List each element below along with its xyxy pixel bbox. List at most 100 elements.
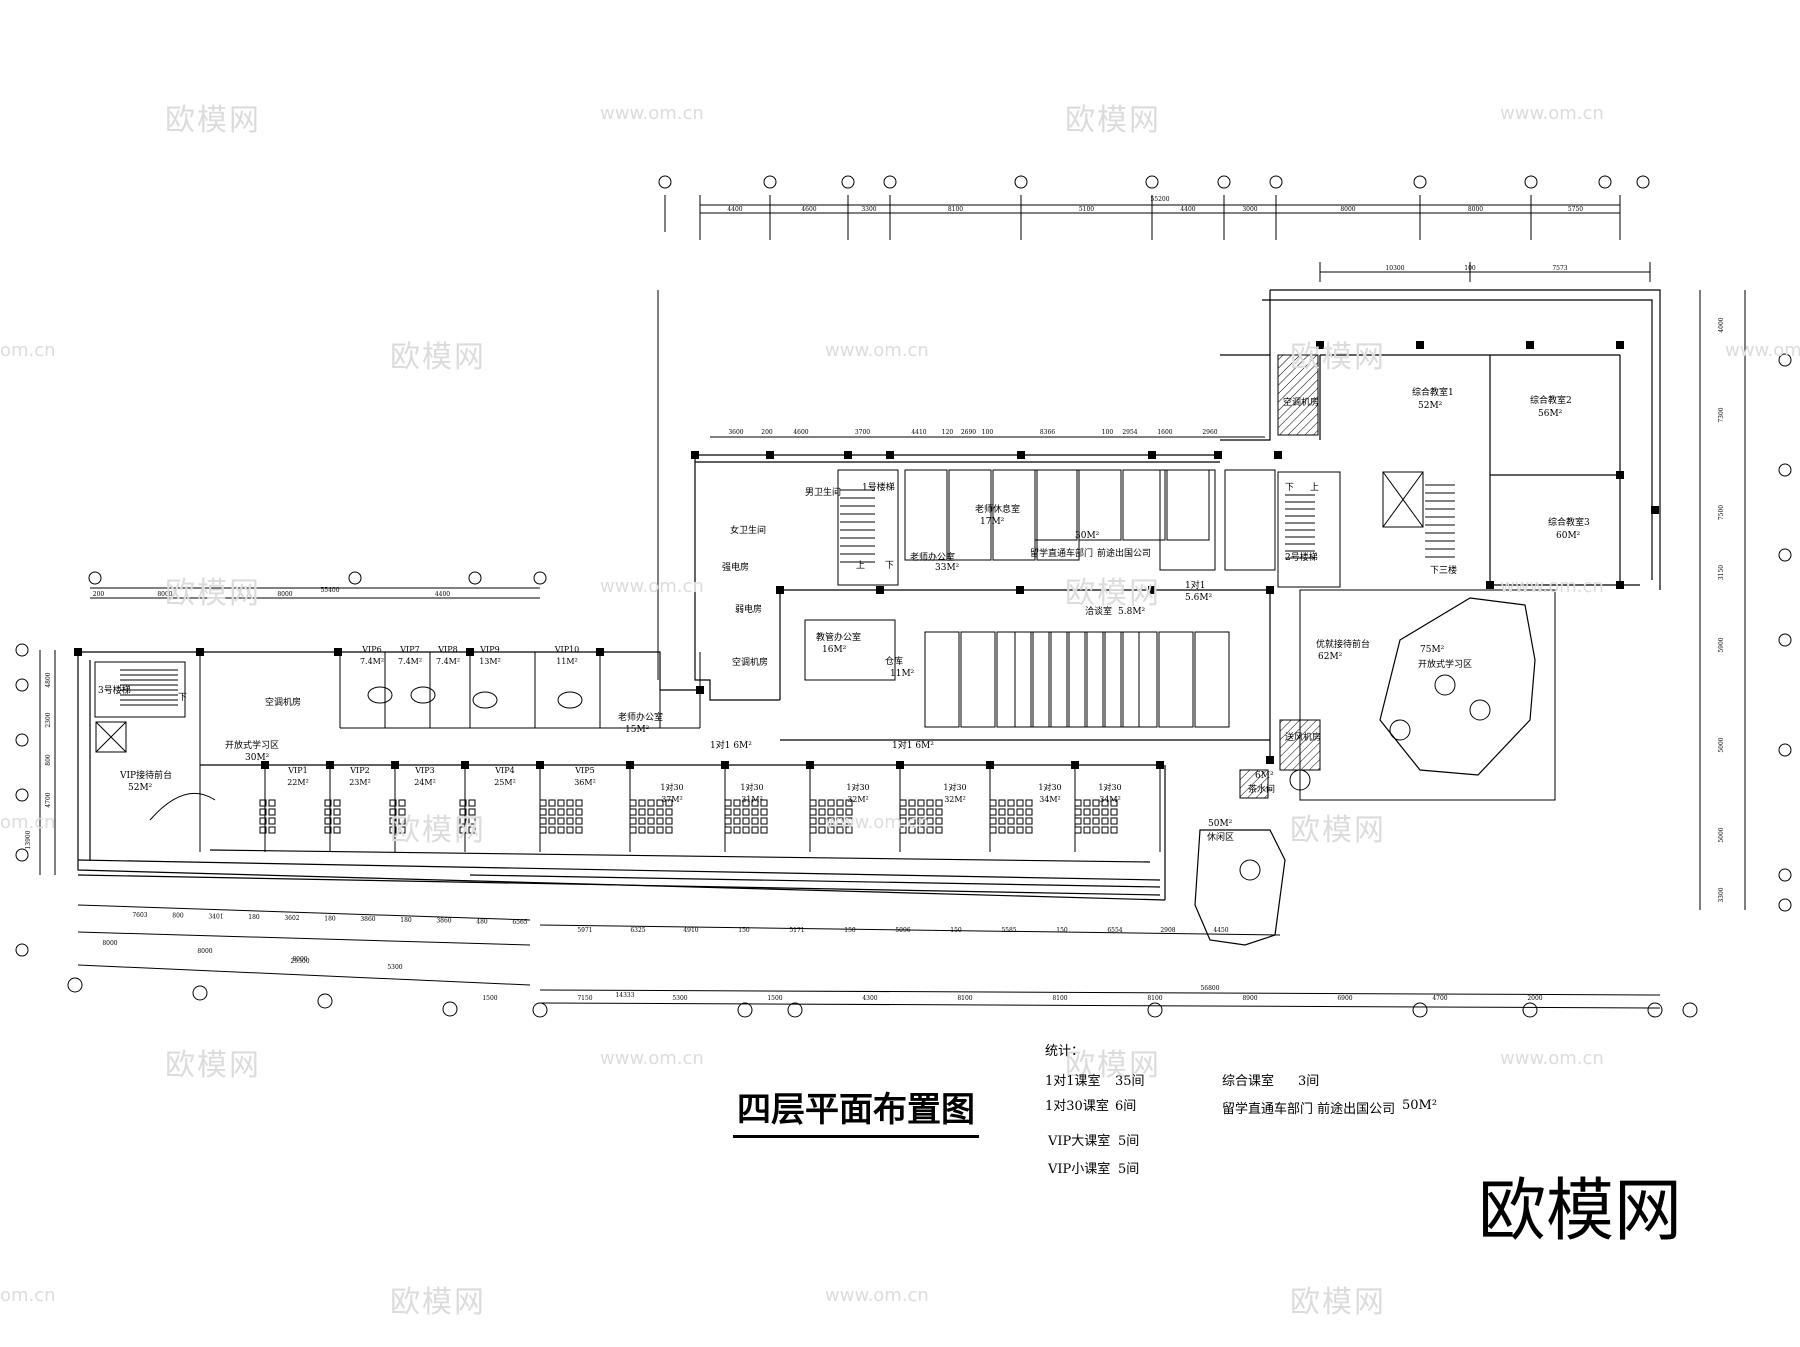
structural-column — [261, 761, 269, 769]
dimension-label: 6325 — [630, 927, 645, 934]
dimension-label: 6554 — [1107, 927, 1122, 934]
desk — [468, 799, 476, 807]
desk — [809, 808, 817, 816]
desk — [899, 799, 907, 807]
label-class30-room: 1对30 — [1098, 782, 1121, 792]
axis-bubble — [1522, 1002, 1538, 1018]
ac-shaft-hatch — [1277, 354, 1319, 436]
label-teacher-rest-area: 17M² — [980, 517, 1005, 527]
desk — [665, 808, 673, 816]
axis-bubble — [533, 571, 547, 585]
stat-dept-value: 50M² — [1402, 1098, 1438, 1113]
cubicle — [1068, 631, 1104, 728]
desk — [809, 799, 817, 807]
structural-column — [1616, 581, 1624, 589]
label-vip-large-area: 23M² — [349, 778, 371, 787]
desk — [259, 817, 267, 825]
desk — [656, 817, 664, 825]
admin-office — [804, 619, 896, 681]
desk — [566, 799, 574, 807]
desk — [1025, 808, 1033, 816]
desk — [259, 826, 267, 834]
dimension-label: 100 — [1102, 429, 1114, 436]
axis-bubble — [442, 1001, 458, 1017]
stat-vip-small-label: VIP小课室 — [1048, 1162, 1111, 1177]
axis-bubble — [15, 678, 29, 692]
desk — [539, 799, 547, 807]
label-toilet-m: 男卫生间 — [805, 486, 841, 498]
desk — [539, 817, 547, 825]
dimension-label: 180 — [248, 914, 260, 921]
label-class30-area: 32M² — [944, 795, 966, 804]
dimension-label: 8000 — [102, 940, 117, 947]
axis-bubble — [468, 571, 482, 585]
label-one-on-one-56-area: 5.6M² — [1185, 593, 1213, 603]
desk — [989, 808, 997, 816]
dimension-label: 8000 — [292, 956, 307, 963]
dimension-label: 3150 — [1718, 565, 1725, 580]
label-warehouse-area: 11M² — [890, 669, 915, 679]
dimension-label: 8000 — [1340, 206, 1355, 213]
axis-bubble — [1147, 1002, 1163, 1018]
desk — [629, 808, 637, 816]
desk — [1025, 826, 1033, 834]
label-hall-front: 优就接待前台 — [1316, 638, 1370, 650]
label-teacher-office: 老师办公室 — [910, 551, 955, 563]
structural-column — [334, 648, 342, 656]
dimension-label: 5585 — [1001, 927, 1016, 934]
structural-column — [691, 451, 699, 459]
axis-bubble — [1598, 175, 1612, 189]
left-dimension — [39, 587, 540, 875]
desk — [468, 826, 476, 834]
label-open-study: 开放式学习区 — [1418, 658, 1472, 670]
structural-column — [1526, 341, 1534, 349]
dimension-label: 1600 — [1157, 429, 1172, 436]
axis-bubble — [1217, 175, 1231, 189]
dimension-label: 200 — [93, 591, 105, 598]
axis-bubble — [1682, 1002, 1698, 1018]
desk — [1025, 799, 1033, 807]
stat-vip-large-label: VIP大课室 — [1048, 1134, 1111, 1149]
axis-bubble — [658, 175, 672, 189]
dimension-label: 7150 — [577, 995, 592, 1002]
desk — [566, 817, 574, 825]
label-vip-large-room: VIP4 — [494, 766, 514, 775]
structural-column — [1266, 756, 1274, 764]
structural-column — [1156, 761, 1164, 769]
desk — [1092, 799, 1100, 807]
desk — [998, 799, 1006, 807]
dimension-label: 6900 — [1337, 995, 1352, 1002]
desk — [836, 826, 844, 834]
structural-column — [886, 451, 894, 459]
dimension-label: 2000 — [1527, 995, 1542, 1002]
desk — [647, 826, 655, 834]
dimension-label: 4400 — [435, 591, 450, 598]
brand-logo-text: 欧模网 — [1478, 1172, 1683, 1251]
dimension-label: 1500 — [482, 995, 497, 1002]
desk — [836, 799, 844, 807]
round-table — [410, 686, 436, 704]
desk — [459, 799, 467, 807]
desk — [733, 799, 741, 807]
dimension-label: 180 — [400, 917, 412, 924]
dimension-label: 5900 — [1718, 637, 1725, 652]
label-vip-small-room: VIP8 — [437, 645, 457, 654]
cubicle — [1086, 631, 1122, 728]
label-rest-area-size: 50M² — [1208, 819, 1233, 829]
structural-column — [1616, 471, 1624, 479]
axis-bubble — [1778, 868, 1792, 882]
dimension-total-label: 56800 — [1200, 985, 1219, 992]
axis-bubbles-bottom — [67, 977, 1698, 1018]
dimension-label: 8366 — [1040, 429, 1055, 436]
axis-bubble — [1412, 1002, 1428, 1018]
label-open-study-30: 开放式学习区 — [225, 739, 279, 751]
office-partition — [992, 469, 1036, 561]
cubicle — [1158, 631, 1194, 728]
dimension-label: 4600 — [801, 206, 816, 213]
axis-bubble — [1014, 175, 1028, 189]
desk — [1016, 826, 1024, 834]
dimension-label: 200 — [761, 429, 773, 436]
reception-desk — [149, 792, 216, 821]
label-down-2: 下 — [1285, 483, 1294, 493]
